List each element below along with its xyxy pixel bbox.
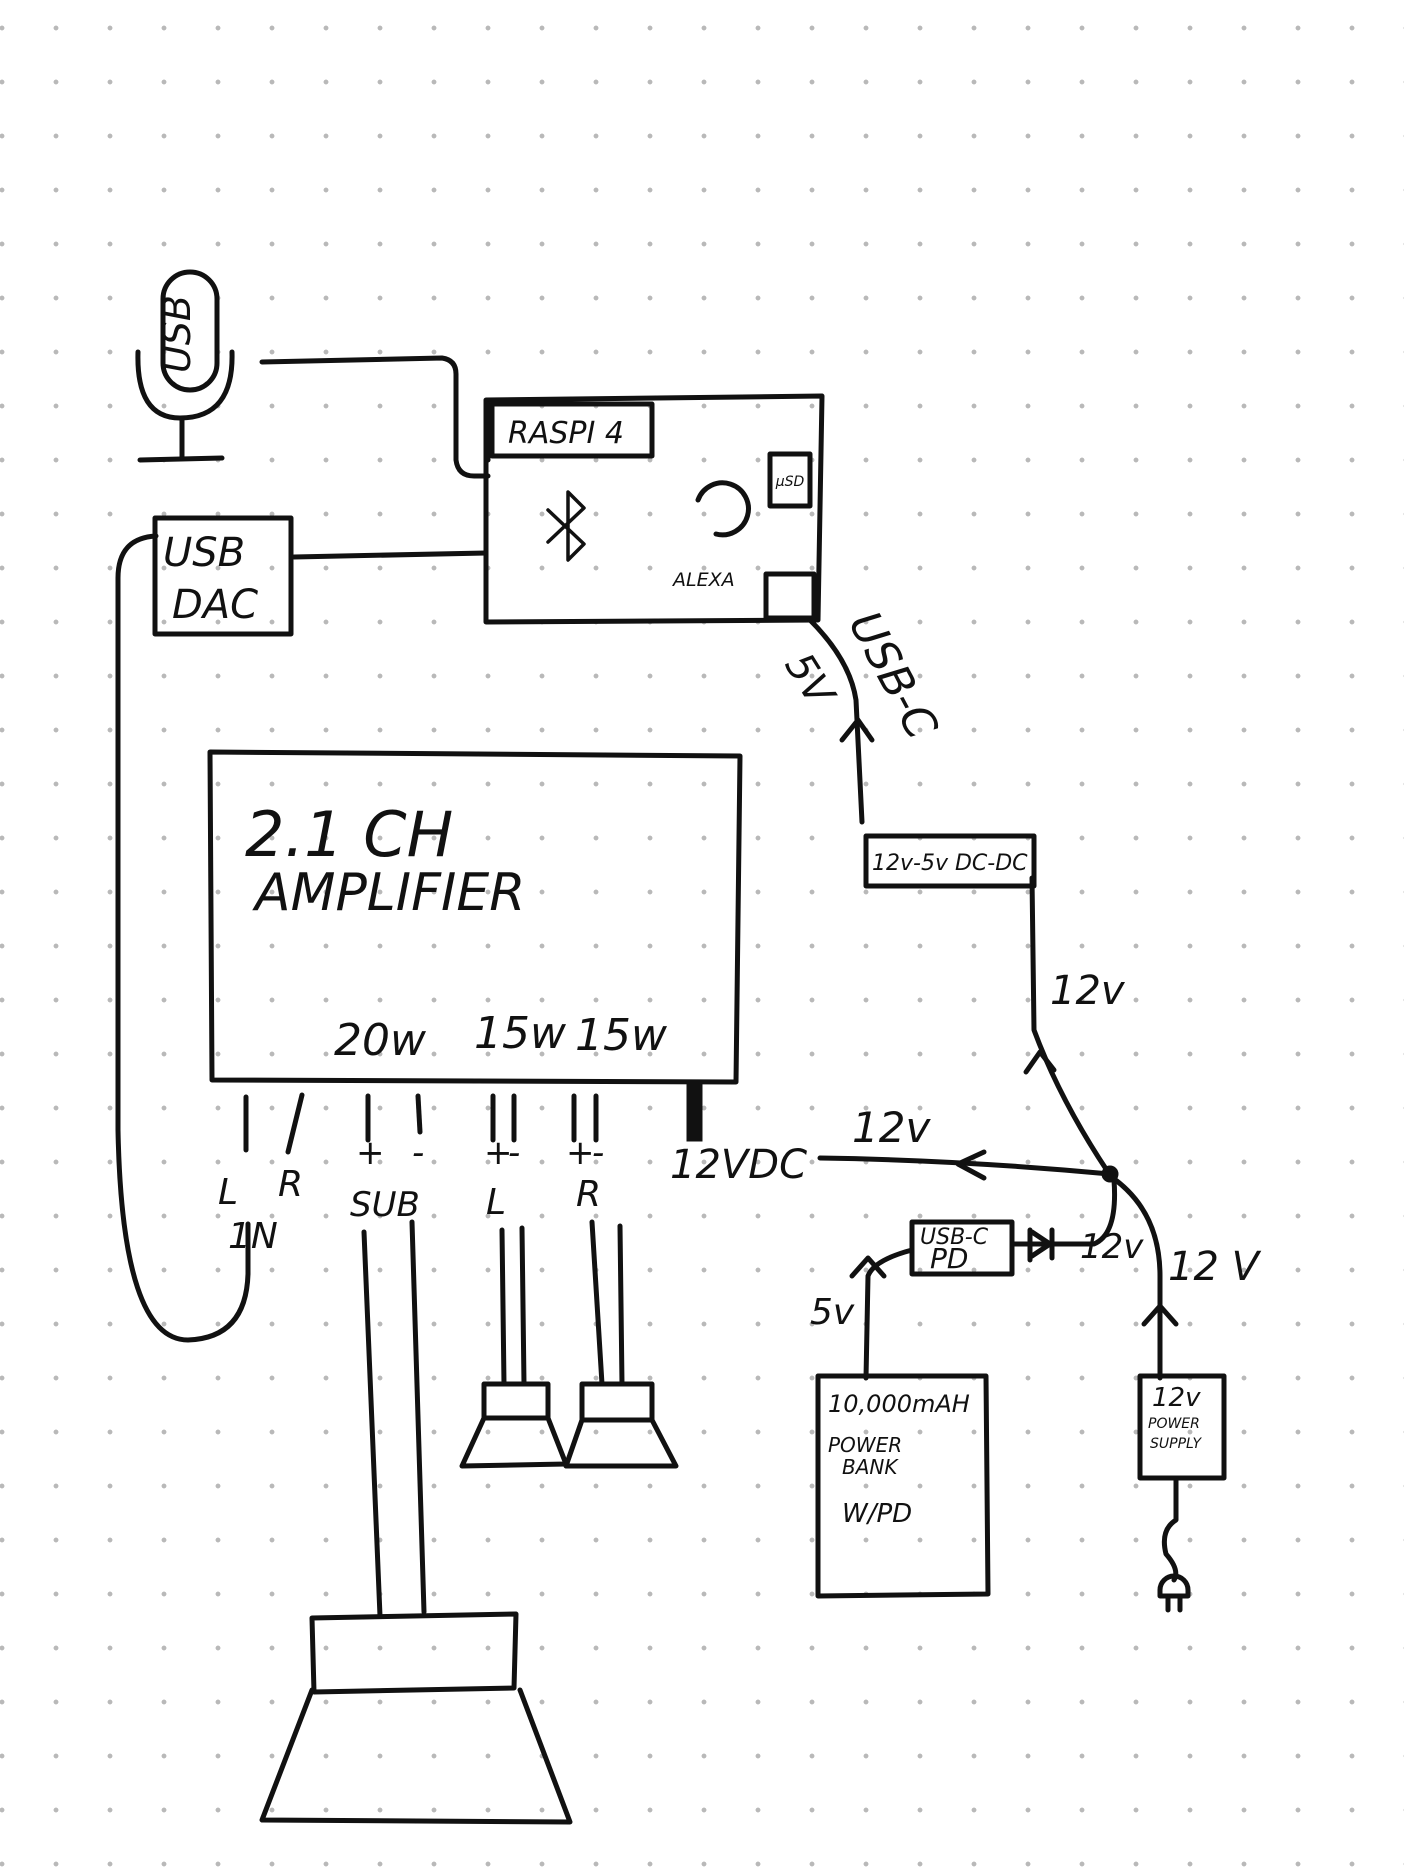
diode-icon: [1027, 1227, 1055, 1263]
alexa-label: ALEXA: [671, 569, 735, 591]
wall-plug-icon: [1157, 1573, 1191, 1613]
wall-plug-prongs: [1165, 1593, 1183, 1613]
subwoofer-cone: [259, 1687, 573, 1825]
sub-wire-plus: [361, 1229, 383, 1619]
pd-board-line2: PD: [930, 1242, 968, 1275]
pi-power-usb-c-wire: [807, 617, 865, 825]
left-minus-sign: -: [508, 1133, 520, 1173]
converter-input-arrow-icon: [1023, 1049, 1057, 1075]
amplifier: 2.1 CH AMPLIFIER 20w 15w 15w L R 1N + - …: [207, 749, 807, 1257]
alexa-ring-icon: [695, 480, 751, 538]
pd-board-line1: USB-C: [920, 1225, 989, 1250]
bank-five-v-label: 5v: [810, 1292, 855, 1333]
five-v-pi-label: 5V: [776, 645, 844, 716]
usb-dac-line1: USB: [163, 530, 245, 576]
left-speaker-wire-plus: [499, 1227, 507, 1387]
terminal-sub-minus: [415, 1093, 423, 1135]
diode-twelve-v-label: 12v: [1080, 1227, 1144, 1267]
left-speaker-wire-minus: [519, 1225, 527, 1387]
bluetooth-icon: [546, 490, 586, 562]
dc-dc-converter-box: [863, 833, 1037, 889]
power-rating-sub: 20w: [334, 1015, 427, 1066]
raspi-label-box: [489, 401, 655, 459]
converter-input-wire: [1029, 875, 1111, 1175]
left-speaker-icon: [459, 1381, 569, 1469]
left-speaker-cone: [459, 1415, 569, 1469]
supply-line1: 12v: [1152, 1383, 1201, 1413]
microphone-base: [137, 455, 225, 463]
power-rating-left: 15w: [474, 1008, 567, 1059]
right-plus-sign: +: [566, 1133, 595, 1173]
power-bank-line4: W/PD: [842, 1499, 912, 1529]
mic-to-pi-wire: [259, 355, 491, 479]
input-label-r: R: [278, 1164, 303, 1205]
dac-to-amp-input-wire: [115, 533, 251, 1343]
dc-dc-converter-label: 12v-5v DC-DC: [872, 851, 1028, 876]
left-speaker-magnet: [481, 1381, 551, 1421]
subwoofer-speaker-icon: [259, 1611, 573, 1825]
input-label-l: L: [218, 1172, 238, 1213]
dac-to-pi-wire: [291, 550, 489, 560]
five-v-arrow-icon: [839, 717, 875, 743]
right-output-label: R: [576, 1174, 601, 1215]
microsd-label: μSD: [775, 474, 805, 490]
right-speaker-cone: [563, 1417, 679, 1469]
right-speaker-magnet: [579, 1381, 655, 1423]
power-bank-line3: BANK: [842, 1455, 899, 1479]
power-bank-line2: POWER: [828, 1433, 902, 1457]
raspi-outline: [483, 393, 825, 625]
usb-dac-line2: DAC: [172, 582, 258, 628]
bank-arrow-icon: [849, 1255, 887, 1279]
right-speaker-wire-minus: [617, 1223, 625, 1387]
pd-to-junction-wire: [1009, 1177, 1118, 1247]
power-bank-box: [815, 1373, 991, 1599]
left-output-label: L: [486, 1182, 506, 1223]
dc-input-label: 12VDC: [670, 1142, 807, 1188]
power-bank-line1: 10,000mAH: [828, 1390, 970, 1418]
sub-wire-minus: [409, 1219, 427, 1615]
sub-plus-sign: +: [356, 1133, 385, 1173]
dc-jack-terminal: [686, 1082, 703, 1142]
converter-twelve-v-label: 12v: [1050, 968, 1126, 1014]
power-supply-box: [1137, 1373, 1227, 1481]
supply-twelve-v-label: 12 V: [1168, 1244, 1262, 1290]
supply-to-junction-wire: [1107, 1173, 1163, 1381]
usb-dac-box: [152, 515, 294, 637]
microphone-capsule: [160, 269, 220, 393]
raspi-title: RASPI 4: [508, 416, 624, 451]
microphone-label: USB: [155, 295, 199, 373]
right-speaker-wire-plus: [589, 1219, 605, 1387]
supply-arrow-icon: [1141, 1303, 1179, 1327]
amp-dc-feed-arrow-icon: [955, 1149, 987, 1181]
right-speaker-icon: [563, 1381, 679, 1469]
right-minus-sign: -: [592, 1133, 604, 1173]
amplifier-box: [207, 749, 743, 1085]
sub-label: SUB: [350, 1185, 420, 1225]
bank-to-pd-wire: [863, 1247, 915, 1381]
usb-c-port-icon: [763, 571, 817, 621]
power-rating-right: 15w: [575, 1010, 668, 1061]
supply-line2: POWER: [1148, 1416, 1200, 1432]
mains-cord: [1161, 1475, 1179, 1583]
usb-dac: USB DAC: [152, 515, 294, 637]
supply-line3: SUPPLY: [1150, 1436, 1202, 1452]
wall-plug-body: [1157, 1573, 1191, 1599]
raspberry-pi-board: RASPI 4 ALEXA μSD: [483, 393, 825, 625]
subwoofer-magnet: [309, 1611, 519, 1695]
amplifier-line2: AMPLIFIER: [252, 863, 525, 923]
sub-minus-sign: -: [412, 1133, 424, 1173]
terminal-input-r: [285, 1092, 305, 1155]
microsd-slot-icon: [767, 451, 813, 509]
left-plus-sign: +: [484, 1133, 513, 1173]
input-label-in: 1N: [228, 1216, 278, 1257]
amplifier-line1: 2.1 CH: [245, 798, 453, 871]
usb-microphone-icon: USB: [135, 269, 235, 463]
amp-twelve-v-label: 12v: [852, 1103, 931, 1152]
